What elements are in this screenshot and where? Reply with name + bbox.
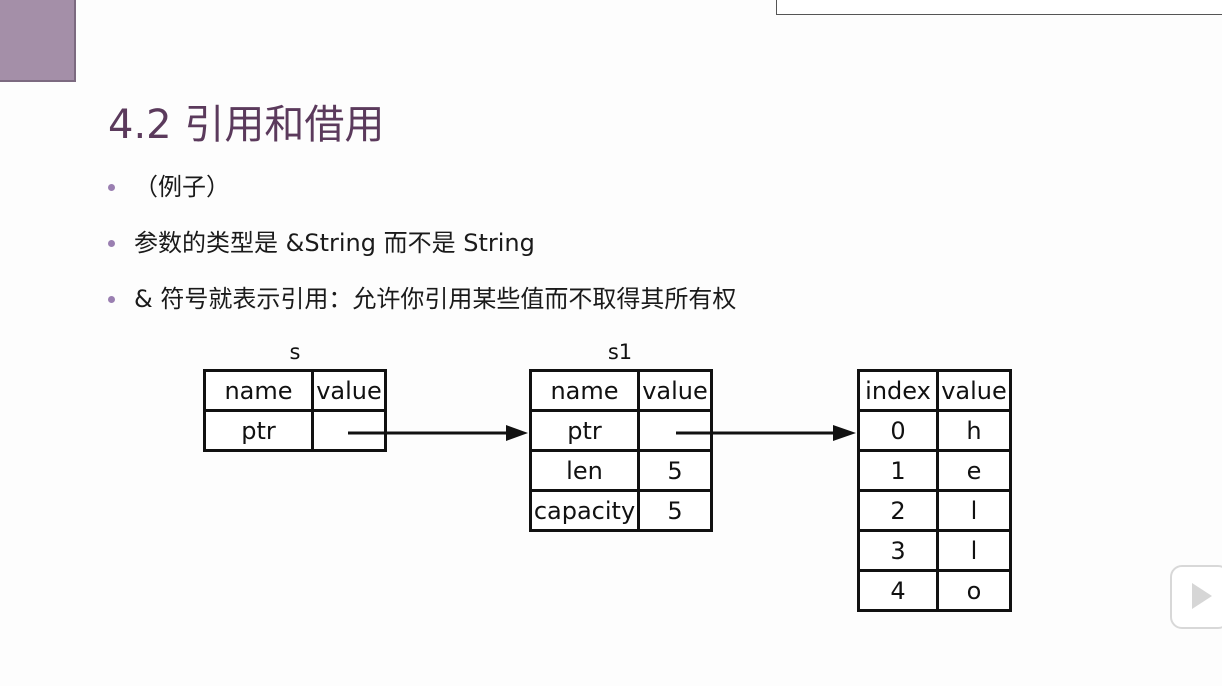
table-header-row: name value	[529, 369, 713, 412]
s1-table: name value ptr len 5 capacity 5	[529, 369, 713, 532]
bullet-item-example: （例子）	[104, 168, 736, 224]
arrowhead-icon	[506, 425, 528, 441]
char-cell: h	[936, 409, 1012, 452]
char-cell: e	[936, 449, 1012, 492]
header-cell: value	[936, 369, 1012, 412]
bullet-text: （例子）	[134, 173, 230, 201]
header-cell: value	[637, 369, 713, 412]
table-header-row: index value	[857, 369, 1012, 412]
index-cell: 3	[857, 529, 939, 572]
index-cell: 2	[857, 489, 939, 532]
value-cell	[311, 409, 387, 452]
arrowhead-icon	[833, 425, 856, 441]
char-cell: l	[936, 529, 1012, 572]
s-label: s	[289, 340, 301, 364]
bullet-list: （例子） 参数的类型是 &String 而不是 String & 符号就表示引用…	[104, 168, 736, 336]
table-row: 1 e	[857, 449, 1012, 492]
header-cell: value	[311, 369, 387, 412]
name-cell: len	[529, 449, 640, 492]
index-cell: 4	[857, 569, 939, 612]
table-row: ptr	[529, 409, 713, 452]
bullet-text: 参数的类型是 &String 而不是 String	[134, 229, 535, 257]
corner-decoration	[0, 0, 76, 82]
bullet-dot-icon	[108, 240, 115, 247]
bullet-dot-icon	[108, 296, 115, 303]
char-cell: o	[936, 569, 1012, 612]
table-row: capacity 5	[529, 489, 713, 532]
table-row: 3 l	[857, 529, 1012, 572]
table-header-row: name value	[203, 369, 387, 412]
table-row: 2 l	[857, 489, 1012, 532]
table-row: 4 o	[857, 569, 1012, 612]
bullet-item-param-type: 参数的类型是 &String 而不是 String	[104, 224, 736, 280]
top-overlay-panel	[776, 0, 1222, 15]
slide-title: 4.2 引用和借用	[108, 102, 385, 148]
name-cell: ptr	[529, 409, 640, 452]
heap-table: index value 0 h 1 e 2 l 3 l 4 o	[857, 369, 1012, 612]
header-cell: name	[203, 369, 314, 412]
name-cell: capacity	[529, 489, 640, 532]
value-cell	[637, 409, 713, 452]
play-icon[interactable]	[1170, 565, 1222, 629]
s-table: name value ptr	[203, 369, 387, 452]
table-row: len 5	[529, 449, 713, 492]
index-cell: 0	[857, 409, 939, 452]
bullet-text: & 符号就表示引用：允许你引用某些值而不取得其所有权	[134, 285, 737, 313]
table-row: 0 h	[857, 409, 1012, 452]
bullet-dot-icon	[108, 184, 115, 191]
value-cell: 5	[637, 489, 713, 532]
char-cell: l	[936, 489, 1012, 532]
header-cell: name	[529, 369, 640, 412]
s1-label: s1	[607, 340, 633, 364]
value-cell: 5	[637, 449, 713, 492]
table-row: ptr	[203, 409, 387, 452]
index-cell: 1	[857, 449, 939, 492]
bullet-item-reference: & 符号就表示引用：允许你引用某些值而不取得其所有权	[104, 280, 736, 336]
name-cell: ptr	[203, 409, 314, 452]
header-cell: index	[857, 369, 939, 412]
